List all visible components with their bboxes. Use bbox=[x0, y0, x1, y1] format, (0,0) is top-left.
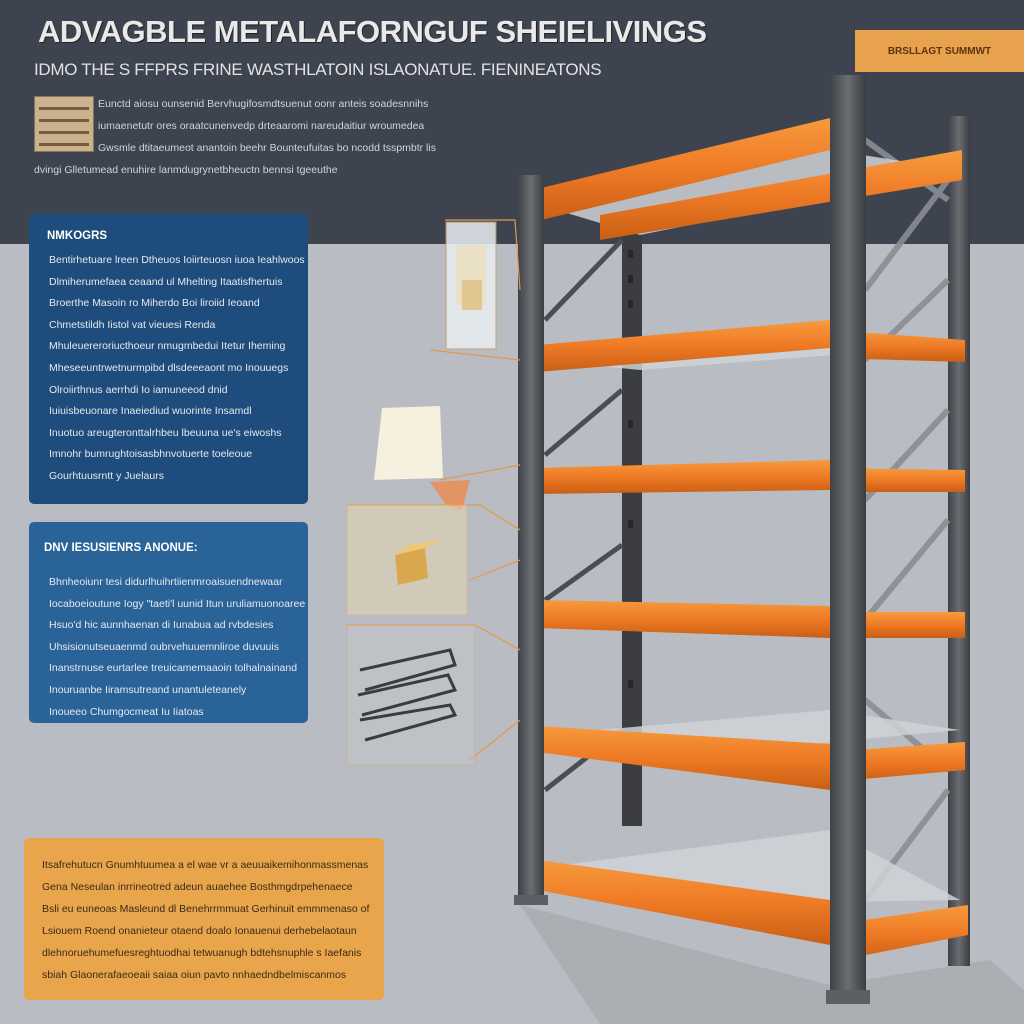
notes-panel: Itsafrehutucn Gnumhtuumea a el wae vr a … bbox=[24, 838, 384, 1000]
page-title: ADVAGBLE METALAFORNGUF SHEIELIVINGS bbox=[38, 14, 707, 49]
panel-body: Itsafrehutucn Gnumhtuumea a el wae vr a … bbox=[42, 854, 369, 986]
panel-body: Bhnheoiunr tesi didurlhuihrtiienmroaisue… bbox=[49, 572, 305, 723]
designs-panel: DNV IESUSIENRS ANONUE: Bhnheoiunr tesi d… bbox=[29, 522, 308, 723]
panel-line: dlehnoruehumefuesreghtuodhai tetwuanugh … bbox=[42, 947, 362, 959]
header-badge: BRSLLAGT SUMMWT bbox=[855, 30, 1024, 72]
panel-line: Itsafrehutucn Gnumhtuumea a el wae vr a … bbox=[42, 859, 369, 871]
panel-line: Inanstrnuse eurtarlee treuicamemaaoin to… bbox=[49, 662, 298, 675]
shelf-post bbox=[948, 116, 970, 966]
features-panel: NMKOGRS Bentirhetuare lreen Dtheuos Ioii… bbox=[29, 214, 308, 504]
header-line: iumaenetutr ores oraatcunenvedp drteaaro… bbox=[98, 120, 425, 132]
callout-package-icon bbox=[346, 504, 468, 616]
panel-line: Chmetstildh Iistol vat vieuesi Renda bbox=[49, 318, 216, 331]
panel-line: Iuiuisbeuonare Inaeiediud wuorinte Insam… bbox=[49, 405, 252, 418]
callout-lamp-icon bbox=[374, 350, 470, 510]
panel-line: Gourhtuusrntt y Juelaurs bbox=[49, 469, 164, 482]
panel-line: Olroiirthnus aerrhdi Io iamuneeod dnid bbox=[49, 383, 228, 396]
panel-line: Mhuleuereroriucthoeur nmugmbedui Itetur … bbox=[49, 340, 286, 353]
header-paragraph: Eunctd aiosu ounsenid Bervhugifosmdtsuen… bbox=[34, 93, 454, 181]
header-line: dvingi Glletumead enuhire lanmdugrynetbh… bbox=[34, 164, 338, 176]
panel-line: Bsli eu euneoas Masleund dl Benehrrmmuat… bbox=[42, 903, 370, 915]
header-line: Eunctd aiosu ounsenid Bervhugifosmdtsuen… bbox=[98, 98, 429, 110]
panel-line: Inuotuo areugteronttalrhbeu lbeuuna ue's… bbox=[49, 426, 282, 439]
panel-line: Inouruanbe Iiramsutreand unantuleteanely bbox=[49, 683, 247, 696]
panel-line: Hsuo'd hic aunnhaenan di Iunabua ad rvbd… bbox=[49, 619, 274, 632]
shelf-post bbox=[830, 75, 866, 1000]
panel-line: Iocaboeioutune Iogy "taeti'l uunid Itun … bbox=[49, 597, 306, 610]
panel-heading: NMKOGRS bbox=[47, 230, 108, 242]
panel-line: Dlmiherumefaea ceaand ul Mhelting Itaati… bbox=[49, 275, 283, 288]
panel-line: Gena Neseulan inrrineotred adeun auaehee… bbox=[42, 881, 353, 893]
panel-heading: DNV IESUSIENRS ANONUE: bbox=[44, 542, 198, 554]
shelf-post bbox=[518, 175, 544, 905]
panel-line: Imnohr bumrughtoisasbhnvotuerte toeleoue bbox=[49, 448, 253, 461]
callout-box-icon bbox=[445, 221, 497, 350]
thumbnail-image bbox=[34, 96, 94, 152]
panel-line: Uhsisionutseuaenmd oubrvehuuemnliroe duv… bbox=[49, 640, 279, 653]
panel-line: sbiah Glaonerafaeoeaii saiaa oiun pavto … bbox=[42, 969, 347, 981]
page-subtitle: IDMO THE S FFPRS FRINE WASTHLATOIN ISLAO… bbox=[34, 60, 602, 79]
panel-line: Inoueeo Chumgocmeat Iu Iiatoas bbox=[49, 705, 204, 718]
panel-line: Bentirhetuare lreen Dtheuos Ioiirteuosn … bbox=[49, 254, 305, 266]
panel-body: Bentirhetuare lreen Dtheuos Ioiirteuosn … bbox=[49, 250, 305, 488]
callout-wire-shelf-icon bbox=[346, 624, 476, 766]
panel-line: Lsiouem Roend onanieteur otaend doalo Io… bbox=[42, 925, 357, 937]
panel-line: Broerthe Masoin ro Miherdo Boi liroiid I… bbox=[49, 297, 260, 310]
panel-line: Mheseeuntrwetnurmpibd dlsdeeeaont mo Ino… bbox=[49, 361, 289, 374]
panel-line: Bhnheoiunr tesi didurlhuihrtiienmroaisue… bbox=[49, 576, 283, 588]
header-line: Gwsmle dtitaeumeot anantoin beehr Bounte… bbox=[98, 142, 436, 154]
